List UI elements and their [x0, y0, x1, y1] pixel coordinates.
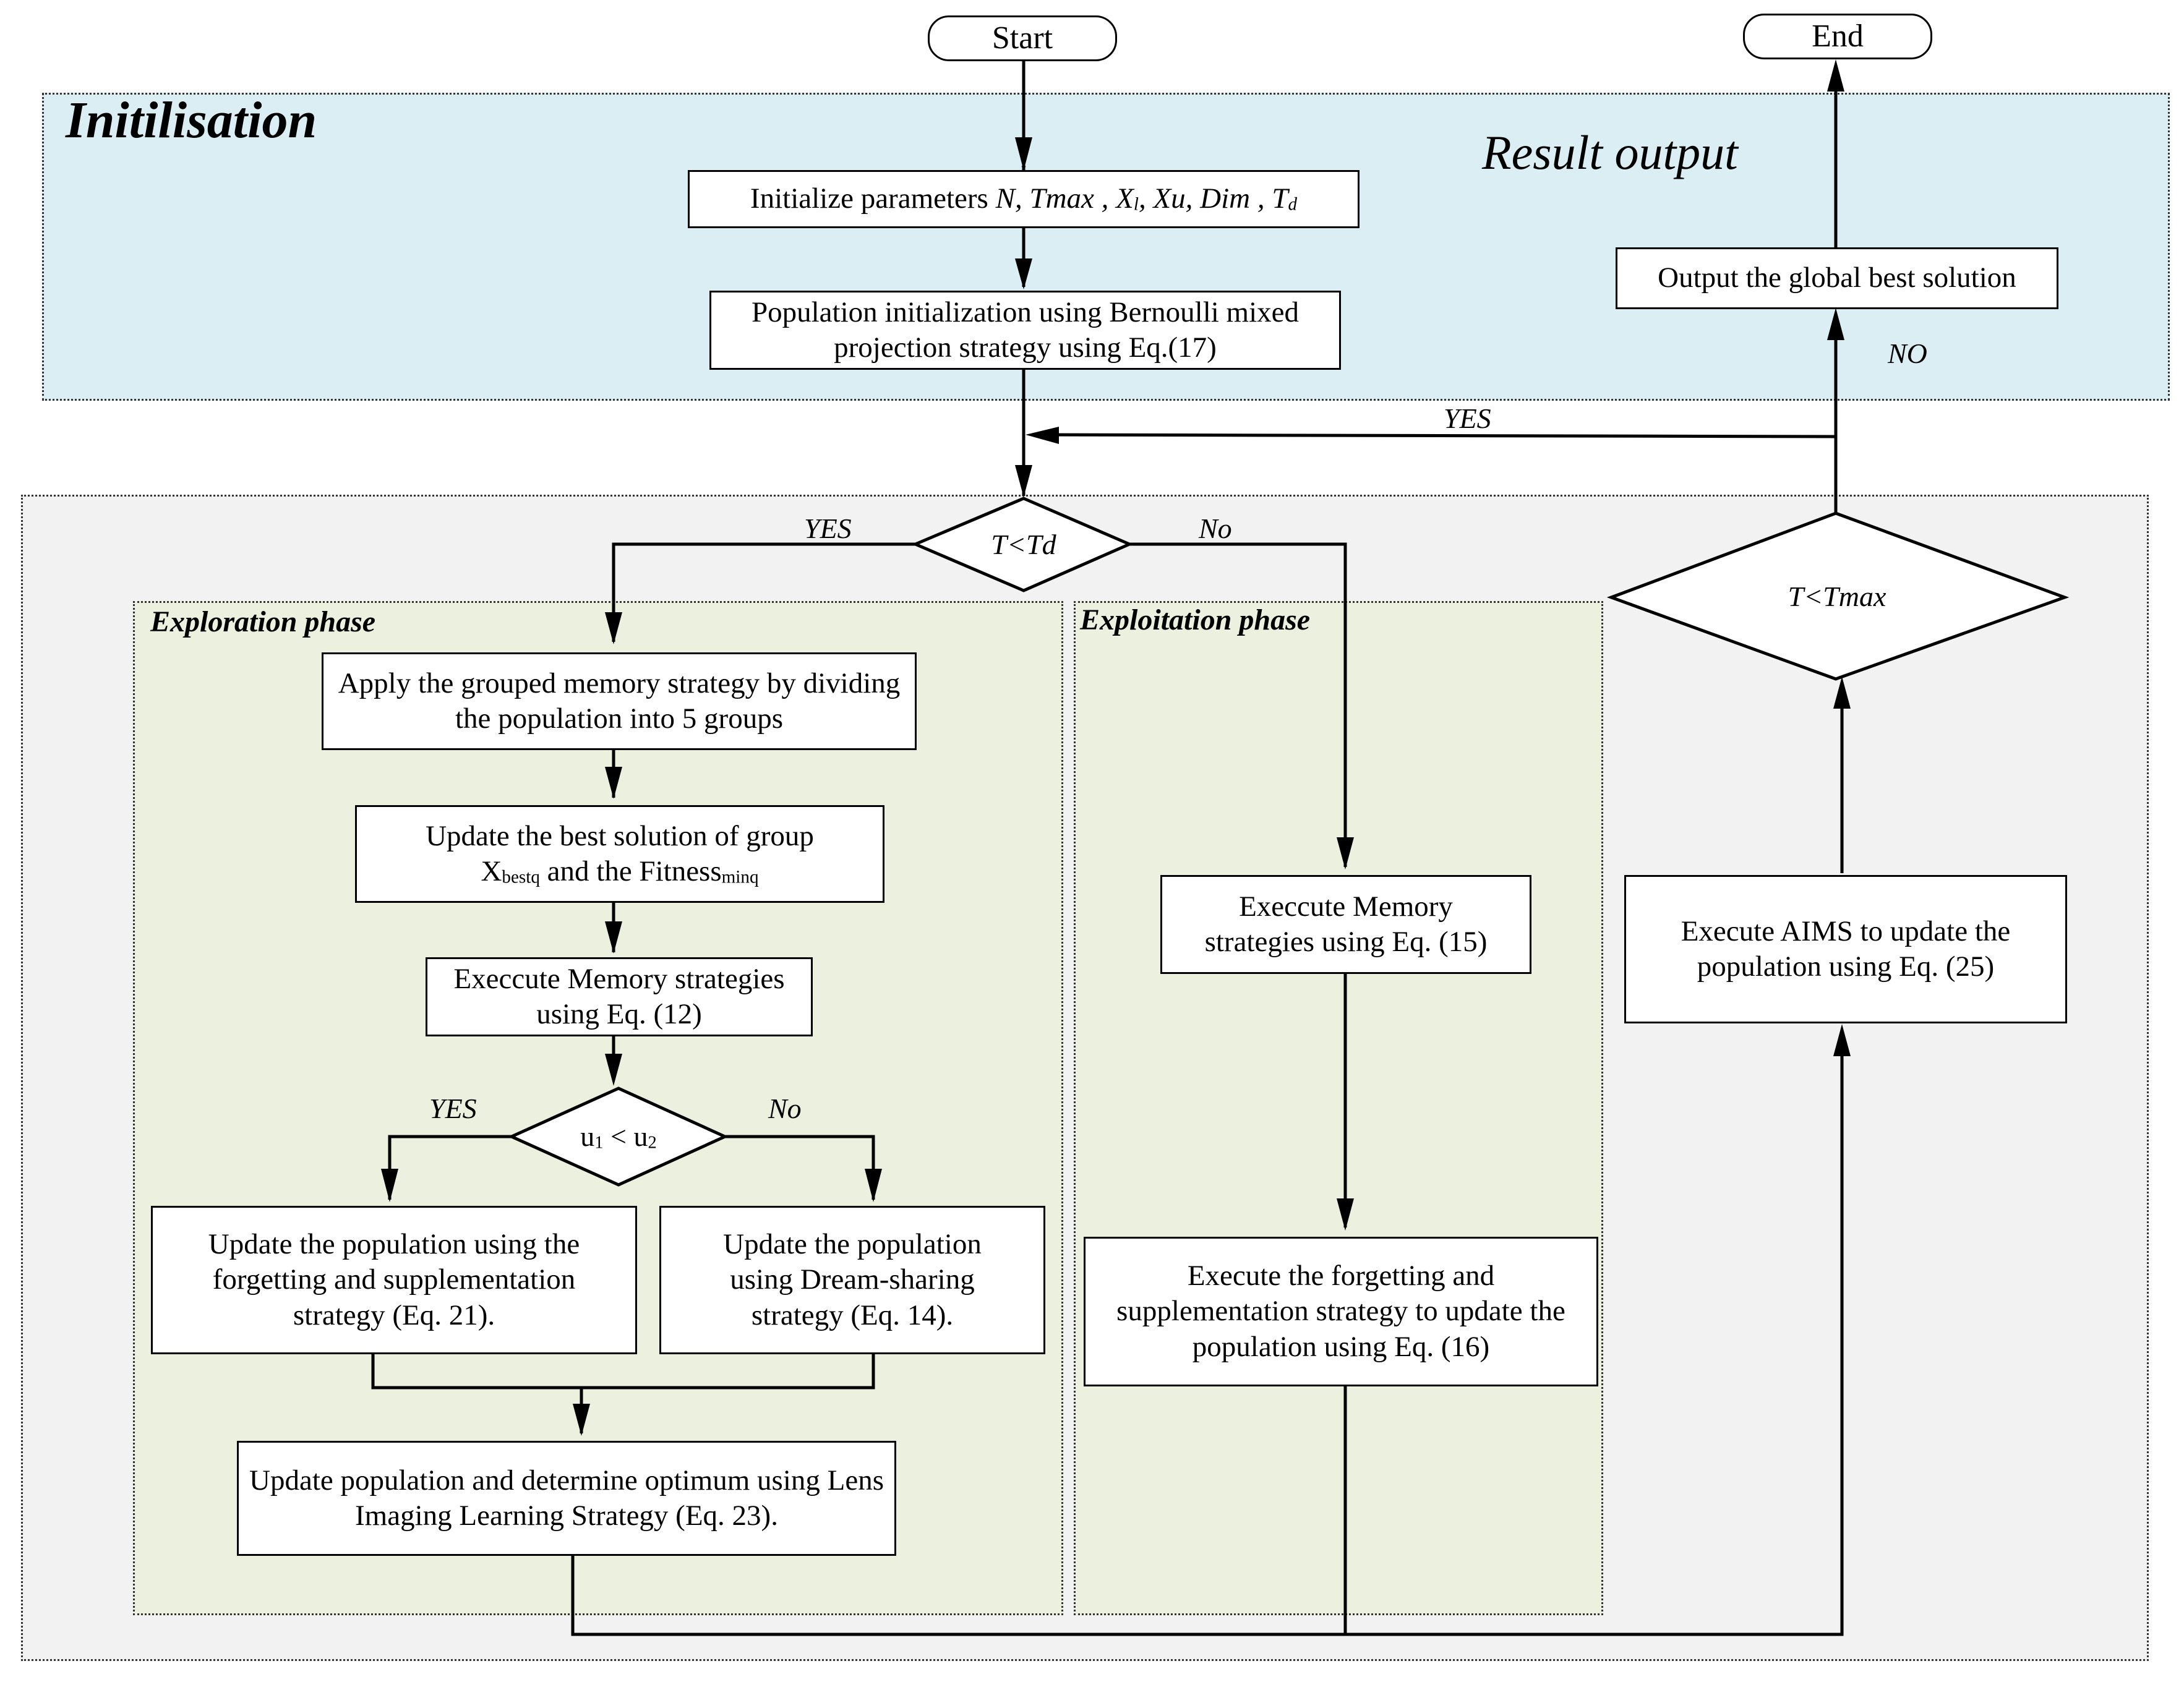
label-no-td: No	[1199, 513, 1232, 544]
arrowhead-no-td	[1337, 837, 1354, 869]
start-terminal: Start	[928, 15, 1117, 61]
exploitation-region	[1074, 601, 1603, 1615]
grouped-memory-box: Apply the grouped memory strategy by div…	[322, 652, 917, 750]
init-params-a: N, Tmax , X	[995, 182, 1134, 215]
decision-t-td-label: T<Td	[991, 528, 1056, 560]
label-no-u: No	[768, 1093, 802, 1124]
exploration-title: Exploration phase	[150, 605, 376, 638]
aims-25-box: Execute AIMS to update the population us…	[1624, 875, 2067, 1023]
branch-no-u	[725, 1135, 875, 1200]
best-group-and: and the Fitness	[539, 855, 722, 887]
init-sub-l: l	[1133, 194, 1139, 215]
initialisation-title: Initilisation	[66, 92, 317, 149]
arrowhead-yes-loop	[1026, 427, 1059, 444]
label-yes-td: YES	[804, 513, 852, 544]
label-yes-loop: YES	[1444, 403, 1491, 434]
init-sub-d: d	[1288, 194, 1298, 215]
arrowhead-aims-tmax	[1833, 677, 1851, 709]
end-terminal: End	[1743, 14, 1932, 59]
arrowhead-no-u	[865, 1169, 882, 1202]
arrowhead-group-best	[605, 767, 622, 799]
branch-yes-td	[612, 542, 915, 642]
label-yes-u: YES	[429, 1093, 477, 1124]
best-group-line1: Update the best solution of group	[426, 819, 814, 852]
arrowhead-yes-td	[605, 612, 622, 644]
line-lens-out	[571, 1039, 1844, 1636]
branch-no-td	[1129, 542, 1347, 867]
arrowhead-memory15-forget16	[1337, 1198, 1354, 1231]
branch-yes-u	[388, 1135, 512, 1200]
best-group-xsub: bestq	[502, 867, 540, 887]
memory-12-box: Execcute Memory strategies using Eq. (12…	[426, 957, 813, 1036]
decision-t-td-diamond	[911, 497, 1134, 592]
population-init-box: Population initialization using Bernoull…	[709, 291, 1341, 370]
u-b-sub: 2	[648, 1133, 657, 1153]
arrowhead-start-init	[1015, 137, 1032, 171]
arrowhead-memory12-u	[605, 1054, 622, 1086]
forget-16-box: Execute the forgetting and supplementati…	[1084, 1237, 1598, 1386]
arrowhead-yes-u	[381, 1169, 398, 1202]
arrowhead-output-end	[1827, 59, 1844, 92]
exploitation-title: Exploitation phase	[1080, 604, 1311, 636]
lens-23-box: Update population and determine optimum …	[237, 1441, 896, 1556]
arrowhead-pop-decision	[1015, 465, 1032, 497]
best-group-box: Update the best solution of group Xbestq…	[355, 805, 884, 903]
arrow-yes-loop	[1038, 433, 1838, 439]
arrowhead-init-pop	[1015, 258, 1032, 289]
best-group-fsub: minq	[721, 867, 759, 887]
forget-21-box: Update the population using the forgetti…	[151, 1206, 637, 1354]
arrowhead-merge-lens	[573, 1404, 590, 1436]
memory-15-box: Execcute Memory strategies using Eq. (15…	[1160, 875, 1531, 974]
decision-u-diamond	[507, 1086, 729, 1187]
u-a: u	[580, 1121, 595, 1153]
arrowhead-to-aims	[1833, 1024, 1851, 1056]
decision-u-label: u1 < u2	[538, 1117, 699, 1156]
best-group-x: X	[481, 855, 502, 887]
u-op: < u	[603, 1121, 648, 1153]
decision-t-tmax-diamond	[1606, 511, 2070, 681]
initialize-parameters-box: Initialize parameters N, Tmax , Xl, Xu, …	[688, 170, 1360, 228]
arrowhead-tmax-output	[1827, 308, 1844, 340]
result-output-title: Result output	[1482, 126, 1738, 179]
init-params-b: , Xu, Dim , T	[1138, 182, 1288, 215]
arrowhead-best-memory12	[605, 921, 622, 954]
output-best-box: Output the global best solution	[1616, 247, 2058, 309]
label-no-upper: NO	[1888, 338, 1927, 369]
u-a-sub: 1	[594, 1133, 604, 1153]
dream-14-box: Update the population using Dream-sharin…	[659, 1206, 1045, 1354]
decision-t-tmax-label: T<Tmax	[1788, 580, 1886, 612]
init-prefix: Initialize parameters	[750, 182, 996, 215]
merge-join	[371, 1354, 875, 1390]
